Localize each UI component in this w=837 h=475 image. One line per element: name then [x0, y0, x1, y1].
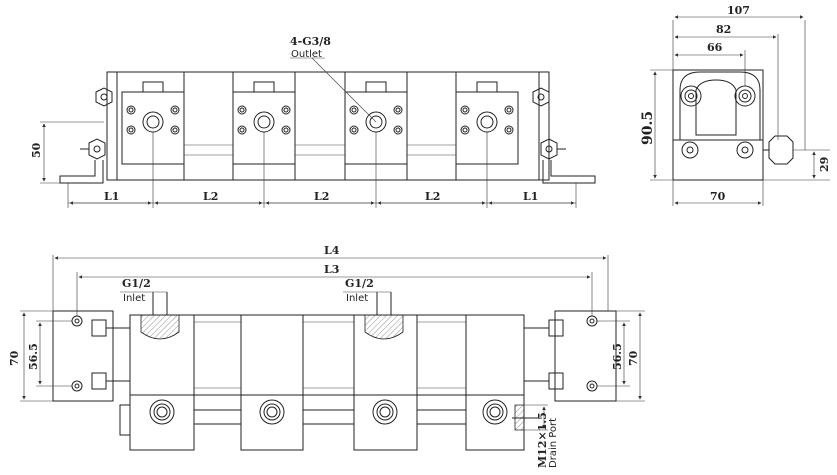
- bottom-body: [129, 314, 525, 396]
- dim-66: 66: [707, 41, 723, 54]
- dim-L4: L4: [324, 244, 340, 257]
- top-end-fittings: [59, 87, 596, 184]
- top-ports: [126, 105, 514, 135]
- dim-29: 29: [818, 157, 831, 172]
- top-length-dimensions: L1 L2 L2 L2 L1: [67, 132, 577, 208]
- dim-height-50: 50: [30, 142, 43, 158]
- bottom-view: M12×1.5 Drain Port G1/2 Inlet G1/2 Inlet…: [8, 244, 645, 468]
- dim-90-5: 90.5: [640, 111, 656, 145]
- inlet-spec-left: G1/2: [122, 277, 151, 290]
- dim-70-left: 70: [8, 350, 21, 366]
- bottom-right-plate: [554, 310, 617, 402]
- dim-56-5-left: 56.5: [27, 343, 40, 370]
- dim-L2-c: L2: [425, 190, 440, 203]
- dim-L2-a: L2: [203, 190, 218, 203]
- side-view: 107 82 66 90.5 29 70: [640, 4, 831, 206]
- outlet-spec-label: 4-G3/8: [290, 35, 331, 48]
- top-view: 4-G3/8 Outlet 50 L1 L2 L2 L2 L1: [30, 35, 596, 208]
- dim-L3: L3: [324, 263, 339, 276]
- dim-L2-b: L2: [314, 190, 329, 203]
- dim-82: 82: [716, 23, 731, 36]
- inlet-spec-right: G1/2: [345, 277, 374, 290]
- outlet-label: Outlet: [291, 49, 322, 60]
- dim-L1-left: L1: [104, 190, 119, 203]
- drain-label: Drain Port: [548, 418, 559, 468]
- dim-L1-right: L1: [523, 190, 538, 203]
- bottom-left-plate: [52, 310, 114, 402]
- drain-spec: M12×1.5: [536, 412, 549, 468]
- top-section-blocks: [121, 71, 519, 181]
- dim-107: 107: [727, 4, 750, 17]
- inlet-label-right: Inlet: [346, 293, 368, 304]
- outlet-leader-line: [311, 57, 377, 123]
- dim-56-5-right: 56.5: [611, 343, 624, 370]
- dim-70-side: 70: [710, 190, 726, 203]
- inlet-label-left: Inlet: [123, 293, 145, 304]
- dim-70-right: 70: [627, 350, 640, 366]
- side-body-outline: [672, 69, 764, 181]
